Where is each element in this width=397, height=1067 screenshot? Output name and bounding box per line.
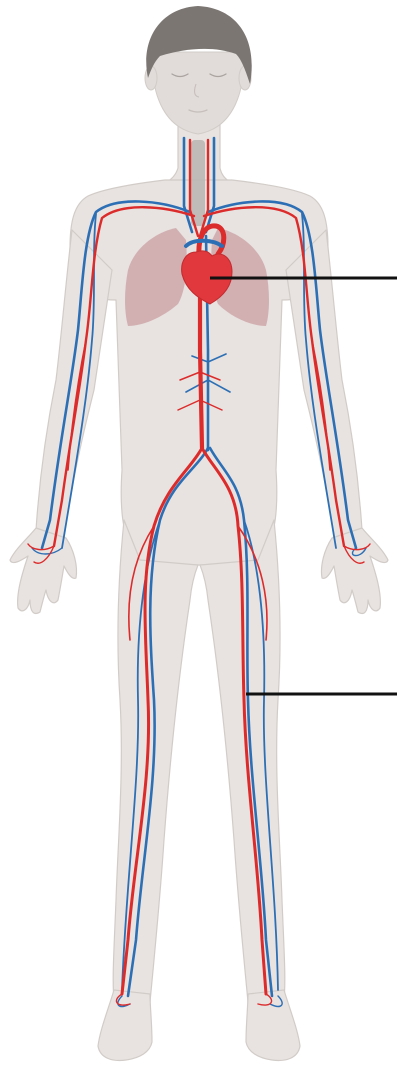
head xyxy=(145,6,252,134)
trachea xyxy=(191,140,205,226)
right-foot xyxy=(246,990,300,1060)
face xyxy=(153,52,244,134)
left-arm xyxy=(36,230,112,538)
left-foot xyxy=(98,990,152,1060)
right-arm xyxy=(286,230,362,538)
